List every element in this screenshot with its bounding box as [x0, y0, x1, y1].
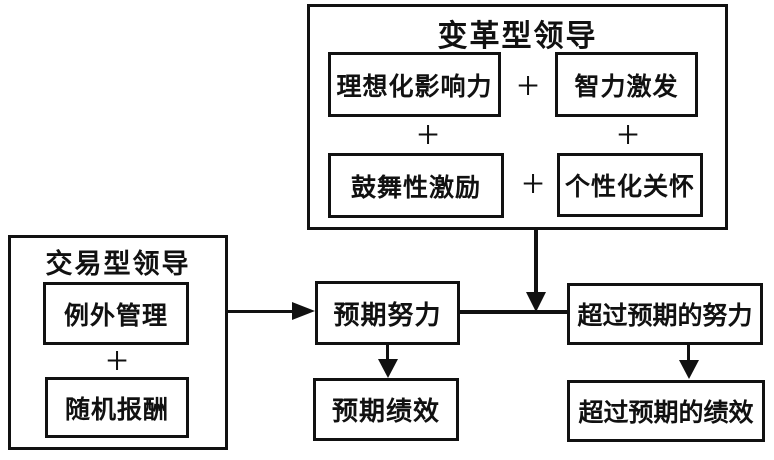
- transactional-leadership-title: 交易型领导: [45, 249, 191, 279]
- arrowhead-down-icon: [378, 359, 398, 378]
- intellectual-stimulation-label: 智力激发: [574, 73, 679, 101]
- plus-sign: +: [521, 160, 545, 206]
- inspirational-motivation-box: 鼓舞性激励: [328, 153, 504, 218]
- plus-sign: +: [516, 62, 540, 108]
- arrow-transformational-down: [534, 229, 538, 294]
- management-by-exception-box: 例外管理: [43, 282, 189, 345]
- individualized-consideration-box: 个性化关怀: [557, 153, 703, 217]
- connector-expected-to-beyond-effort: [459, 310, 569, 314]
- expected-performance-label: 预期绩效: [331, 397, 440, 426]
- arrowhead-down-icon: [679, 360, 699, 379]
- contingent-reward-box: 随机报酬: [45, 377, 189, 438]
- arrowhead-right-icon: [292, 302, 315, 320]
- inspirational-motivation-label: 鼓舞性激励: [350, 174, 481, 202]
- intellectual-stimulation-box: 智力激发: [555, 52, 698, 117]
- beyond-expected-performance-label: 超过预期的绩效: [578, 400, 754, 427]
- plus-sign: +: [105, 337, 129, 383]
- individualized-consideration-label: 个性化关怀: [564, 174, 695, 201]
- arrowhead-down-icon: [526, 292, 546, 312]
- beyond-expected-effort-label: 超过预期的努力: [577, 303, 753, 330]
- idealized-influence-box: 理想化影响力: [328, 52, 501, 117]
- expected-effort-box: 预期努力: [315, 281, 460, 345]
- beyond-expected-effort-box: 超过预期的努力: [567, 283, 763, 345]
- arrow-beyond-effort-to-performance: [687, 345, 690, 362]
- arrow-transactional-to-expected-effort: [227, 310, 294, 313]
- expected-effort-label: 预期努力: [333, 300, 442, 330]
- management-by-exception-label: 例外管理: [63, 302, 168, 330]
- expected-performance-box: 预期绩效: [313, 378, 459, 441]
- beyond-expected-performance-box: 超过预期的绩效: [567, 380, 765, 442]
- contingent-reward-label: 随机报酬: [64, 396, 169, 424]
- plus-sign: +: [416, 111, 440, 157]
- arrow-effort-to-performance: [386, 344, 389, 362]
- idealized-influence-label: 理想化影响力: [336, 73, 493, 101]
- transformational-leadership-title: 变革型领导: [437, 20, 598, 53]
- plus-sign: +: [616, 111, 640, 157]
